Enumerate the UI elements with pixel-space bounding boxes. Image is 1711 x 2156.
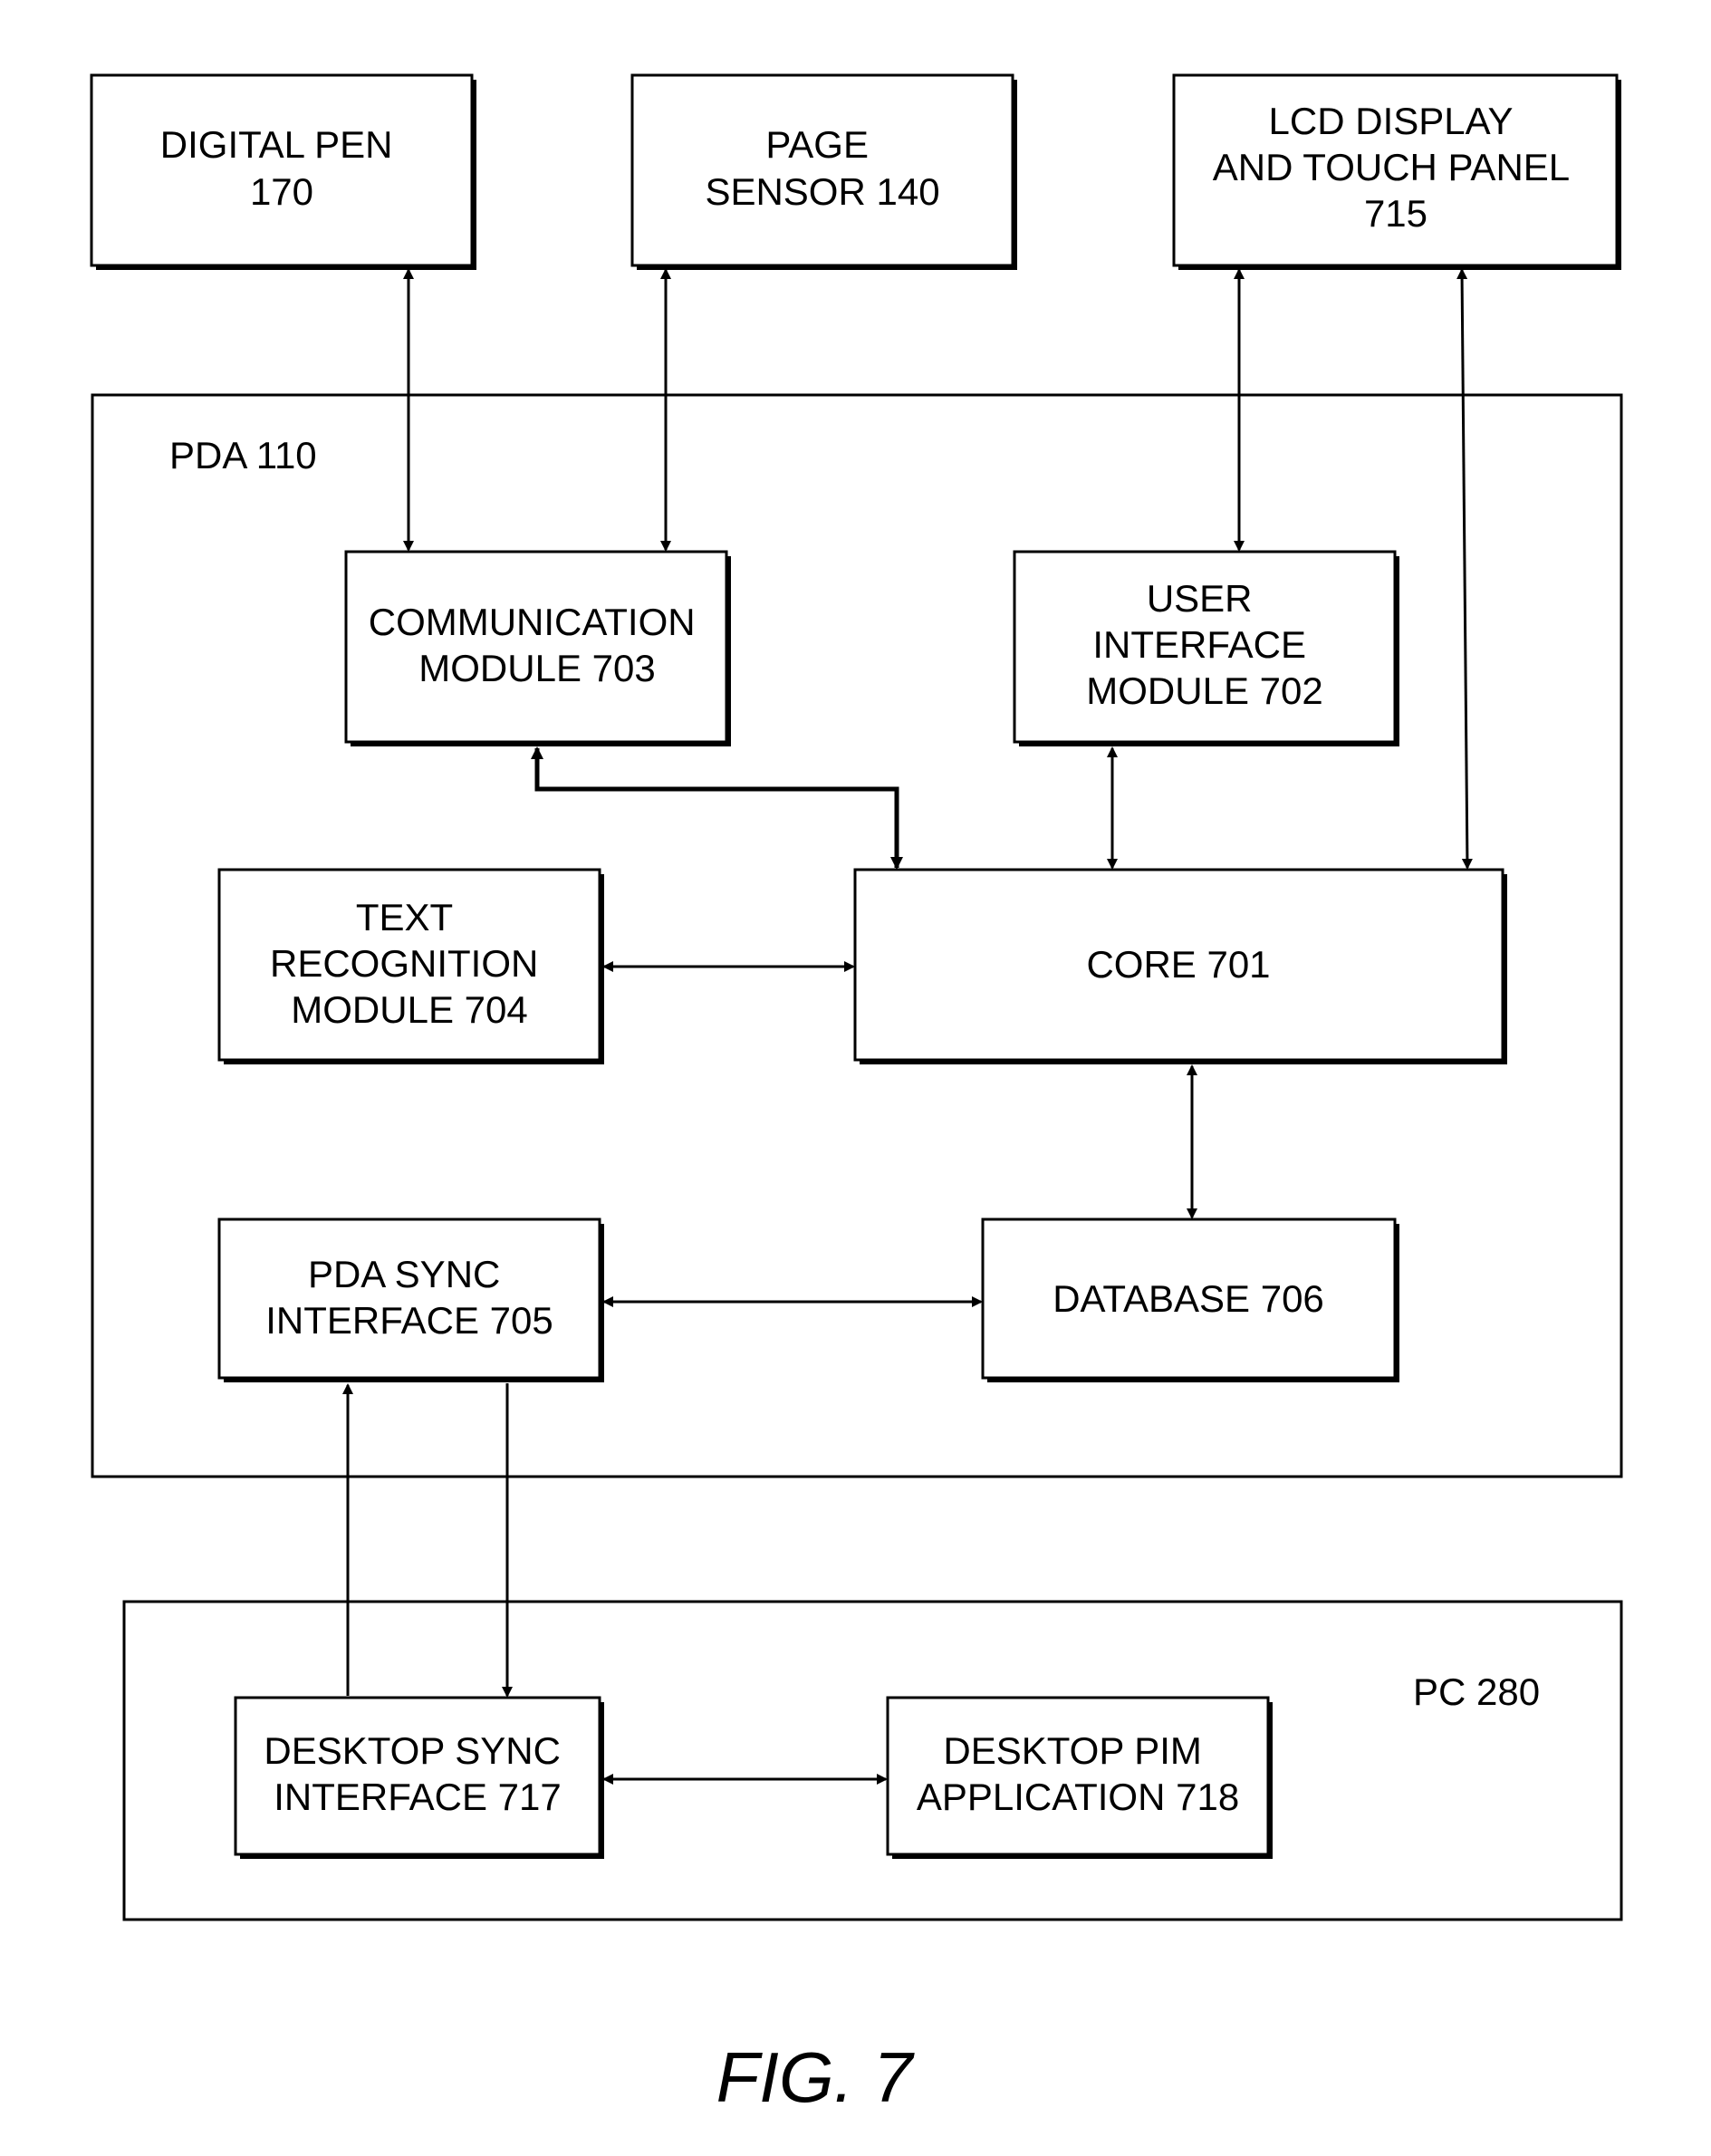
- user-interface-module-label-line-2: INTERFACE: [1092, 623, 1306, 666]
- core-label: CORE 701: [1086, 943, 1270, 986]
- arrow-communication-to-core: [537, 748, 897, 868]
- pda-container-label: PDA 110: [169, 434, 317, 476]
- pda-sync-label-line-2: INTERFACE 705: [265, 1299, 553, 1342]
- text-recognition-label-line-3: MODULE 704: [291, 988, 527, 1031]
- lcd-display-label-line-2: AND TOUCH PANEL: [1213, 146, 1569, 188]
- lcd-display-label-line-1: LCD DISPLAY: [1269, 100, 1514, 142]
- page-sensor-label-line-1: PAGE: [765, 123, 869, 166]
- digital-pen-box: DIGITAL PEN 170: [91, 75, 476, 270]
- communication-module-box: COMMUNICATION MODULE 703: [346, 552, 731, 746]
- desktop-sync-label-line-1: DESKTOP SYNC: [264, 1729, 561, 1772]
- database-box: DATABASE 706: [983, 1219, 1399, 1382]
- desktop-pim-application-box: DESKTOP PIM APPLICATION 718: [888, 1698, 1273, 1859]
- text-recognition-label-line-2: RECOGNITION: [270, 942, 538, 985]
- desktop-pim-label-line-1: DESKTOP PIM: [943, 1729, 1202, 1772]
- text-recognition-label-line-1: TEXT: [356, 896, 453, 938]
- digital-pen-label-line-2: 170: [250, 170, 313, 213]
- user-interface-module-label-line-1: USER: [1147, 577, 1253, 620]
- page-sensor-box: PAGE SENSOR 140: [632, 75, 1017, 270]
- pc-container-label: PC 280: [1413, 1670, 1540, 1713]
- page-sensor-label-line-2: SENSOR 140: [705, 170, 939, 213]
- desktop-sync-label-line-2: INTERFACE 717: [274, 1776, 561, 1818]
- communication-module-label-line-1: COMMUNICATION: [369, 601, 696, 643]
- core-box: CORE 701: [855, 870, 1507, 1064]
- desktop-pim-label-line-2: APPLICATION 718: [917, 1776, 1239, 1818]
- text-recognition-module-box: TEXT RECOGNITION MODULE 704: [219, 870, 604, 1064]
- database-label: DATABASE 706: [1053, 1277, 1324, 1320]
- pda-sync-interface-box: PDA SYNC INTERFACE 705: [219, 1219, 604, 1382]
- desktop-sync-interface-box: DESKTOP SYNC INTERFACE 717: [236, 1698, 604, 1859]
- digital-pen-label-line-1: DIGITAL PEN: [160, 123, 393, 166]
- communication-module-label-line-2: MODULE 703: [418, 647, 655, 689]
- lcd-display-box: LCD DISPLAY AND TOUCH PANEL 715: [1174, 75, 1621, 270]
- lcd-display-label-line-3: 715: [1364, 192, 1427, 235]
- arrow-lcd-to-core: [1462, 270, 1467, 868]
- user-interface-module-box: USER INTERFACE MODULE 702: [1014, 552, 1399, 746]
- pda-sync-label-line-1: PDA SYNC: [308, 1253, 500, 1295]
- figure-caption: FIG. 7: [716, 2037, 915, 2117]
- user-interface-module-label-line-3: MODULE 702: [1086, 669, 1322, 712]
